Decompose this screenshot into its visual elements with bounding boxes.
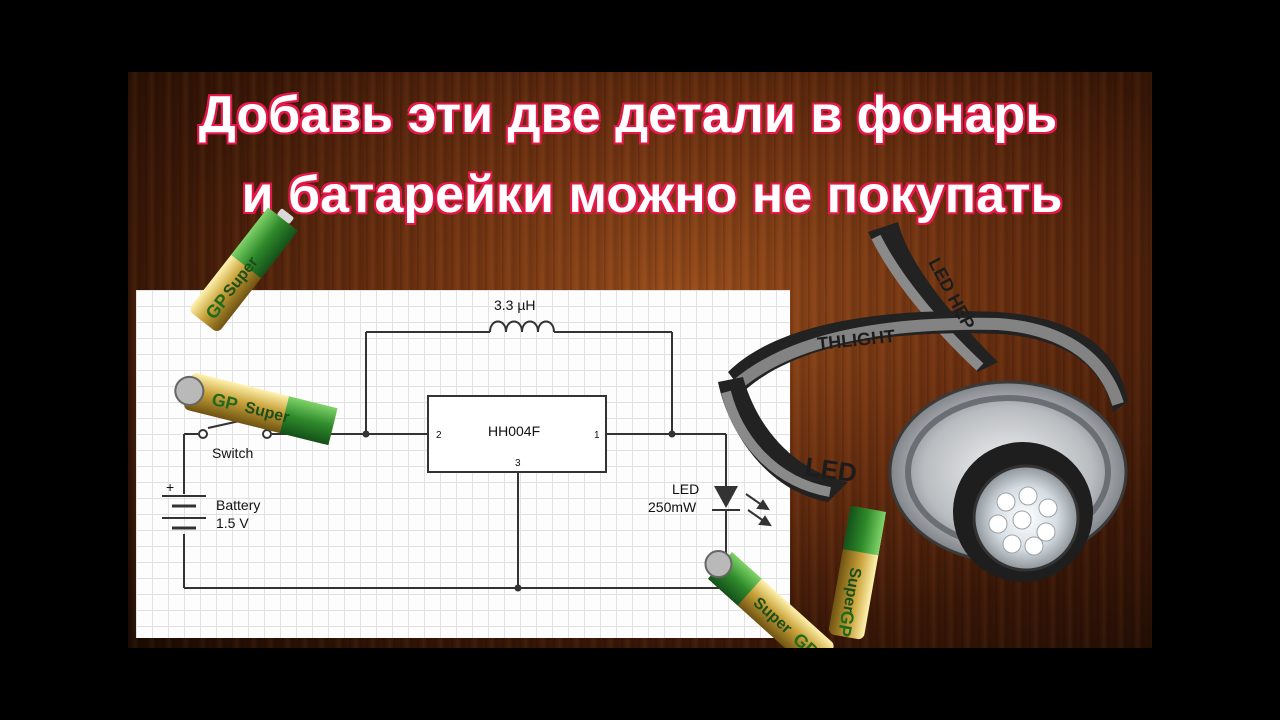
thumbnail-stage: Добавь эти две детали в фонарь и батарей… xyxy=(128,72,1152,648)
switch-label: Switch xyxy=(212,445,253,461)
battery-4: Super GP xyxy=(704,550,834,648)
battery-2: GP Super xyxy=(174,373,338,446)
strap-text-led: LED xyxy=(803,451,859,488)
circuit-schematic: 3.3 µH HH004F 2 1 3 Switch + Battery 1.5… xyxy=(136,290,790,638)
chip-body xyxy=(427,395,607,473)
led-power: 250mW xyxy=(648,499,697,515)
headline-line-1: Добавь эти две детали в фонарь xyxy=(198,85,1059,145)
chip-pin-1: 1 xyxy=(594,430,600,441)
chip-pin-2: 2 xyxy=(436,430,442,441)
battery-voltage: 1.5 V xyxy=(216,515,249,531)
battery-1: GP Super xyxy=(190,207,298,331)
inductor-label: 3.3 µH xyxy=(494,297,536,313)
schematic-drawing: 3.3 µH HH004F 2 1 3 Switch + Battery 1.5… xyxy=(162,297,772,592)
inductor-coil xyxy=(489,320,555,333)
chip-label: HH004F xyxy=(488,423,540,439)
led-label: LED xyxy=(672,481,699,497)
battery-symbol xyxy=(162,495,206,530)
led-symbol xyxy=(712,486,772,527)
battery-plus-sign: + xyxy=(166,479,174,495)
battery-label: Battery xyxy=(216,497,260,513)
headline-line-2: и батарейки можно не покупать xyxy=(241,165,1064,225)
chip-pin-3: 3 xyxy=(515,458,521,469)
battery-3: Super GP xyxy=(828,505,886,640)
battery-3-brand: GP xyxy=(834,609,858,638)
headlamp: LED THLIGHT LED HEP xyxy=(718,222,1128,582)
photo-overlay: LED THLIGHT LED HEP GP Super xyxy=(174,207,1128,648)
